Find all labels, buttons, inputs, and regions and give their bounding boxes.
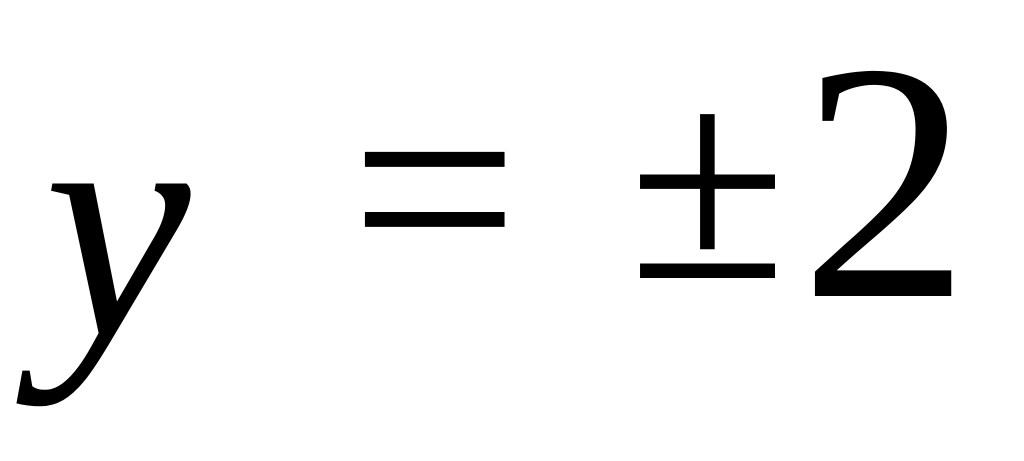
plus-minus-sign: ± (628, 20, 788, 341)
variable-y: y (44, 42, 191, 407)
number-two: 2 (800, 0, 970, 370)
equals-sign: = (350, 22, 520, 354)
